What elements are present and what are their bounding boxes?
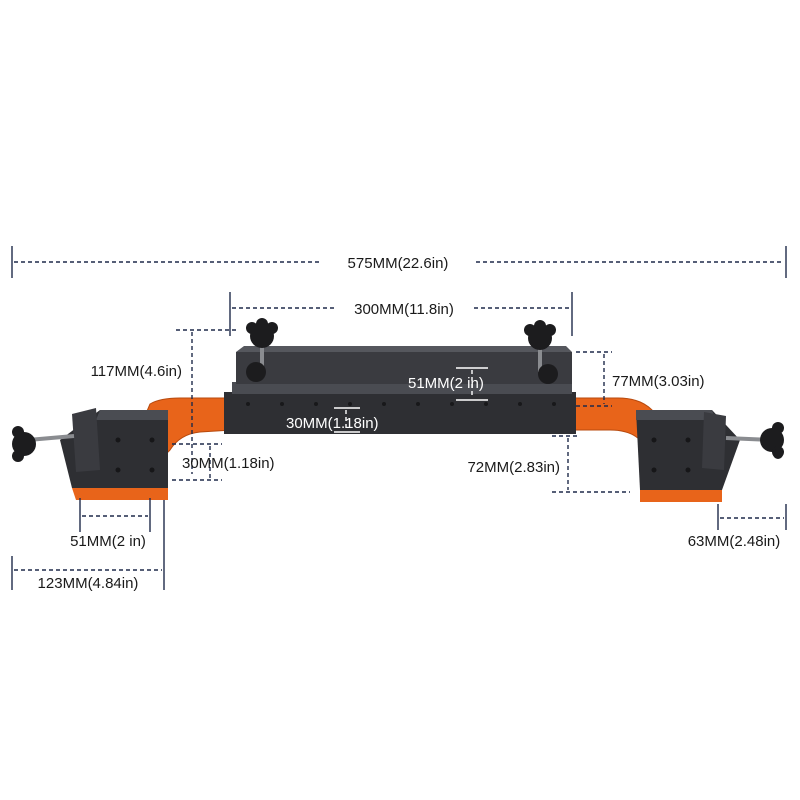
dim-overall-length: 575MM(22.6in) xyxy=(11,246,787,278)
label-foot-inner-width: 51MM(2 in) xyxy=(70,533,146,550)
right-clamp-post xyxy=(702,412,726,470)
upper-rail-top xyxy=(236,346,572,352)
label-right-drop: 72MM(2.83in) xyxy=(467,459,560,476)
right-foot-top xyxy=(636,410,716,420)
knob-left-top xyxy=(246,318,278,382)
knob-right-side xyxy=(725,422,784,459)
label-right-foot-width: 63MM(2.48in) xyxy=(688,533,781,550)
upper-rail xyxy=(236,352,572,384)
label-top-height: 117MM(4.6in) xyxy=(91,363,182,380)
label-bar-front-height: 30MM(1.18in) xyxy=(286,415,379,432)
dim-foot-height: 30MM(1.18in) xyxy=(172,443,275,481)
knob-left-side xyxy=(12,426,75,462)
left-foot-top xyxy=(96,410,168,420)
main-bar-holes xyxy=(246,402,556,406)
label-foot-height: 30MM(1.18in) xyxy=(182,455,275,472)
dim-right-foot-width: 63MM(2.48in) xyxy=(688,504,787,550)
label-top-bar-length: 300MM(11.8in) xyxy=(354,301,454,318)
dim-bar-inner-height: 51MM(2 in) xyxy=(408,367,488,401)
dim-right-drop: 72MM(2.83in) xyxy=(467,435,630,493)
jig-frame xyxy=(60,346,740,502)
main-bar-front xyxy=(224,392,576,434)
dim-foot-inner-width: 51MM(2 in) xyxy=(70,498,151,550)
left-foot-holes xyxy=(115,437,155,473)
left-clamp-post xyxy=(72,408,100,472)
orange-foot-lip-left xyxy=(72,488,168,500)
dim-bar-right-height: 77MM(3.03in) xyxy=(576,351,705,407)
label-overall-length: 575MM(22.6in) xyxy=(348,255,449,272)
dim-top-height: 117MM(4.6in) xyxy=(91,329,236,474)
dim-foot-outer-width: 123MM(4.84in) xyxy=(11,500,165,592)
dim-top-bar-length: 300MM(11.8in) xyxy=(229,292,573,336)
label-bar-right-height: 77MM(3.03in) xyxy=(612,373,705,390)
right-foot-holes xyxy=(651,437,691,473)
orange-foot-lip-right xyxy=(640,490,722,502)
main-bar-top-face xyxy=(232,382,572,394)
label-foot-outer-width: 123MM(4.84in) xyxy=(38,575,139,592)
dim-bar-front-height: 30MM(1.18in) xyxy=(286,407,379,433)
knob-right-top xyxy=(524,320,558,384)
label-bar-inner-height: 51MM(2 in) xyxy=(408,375,484,392)
